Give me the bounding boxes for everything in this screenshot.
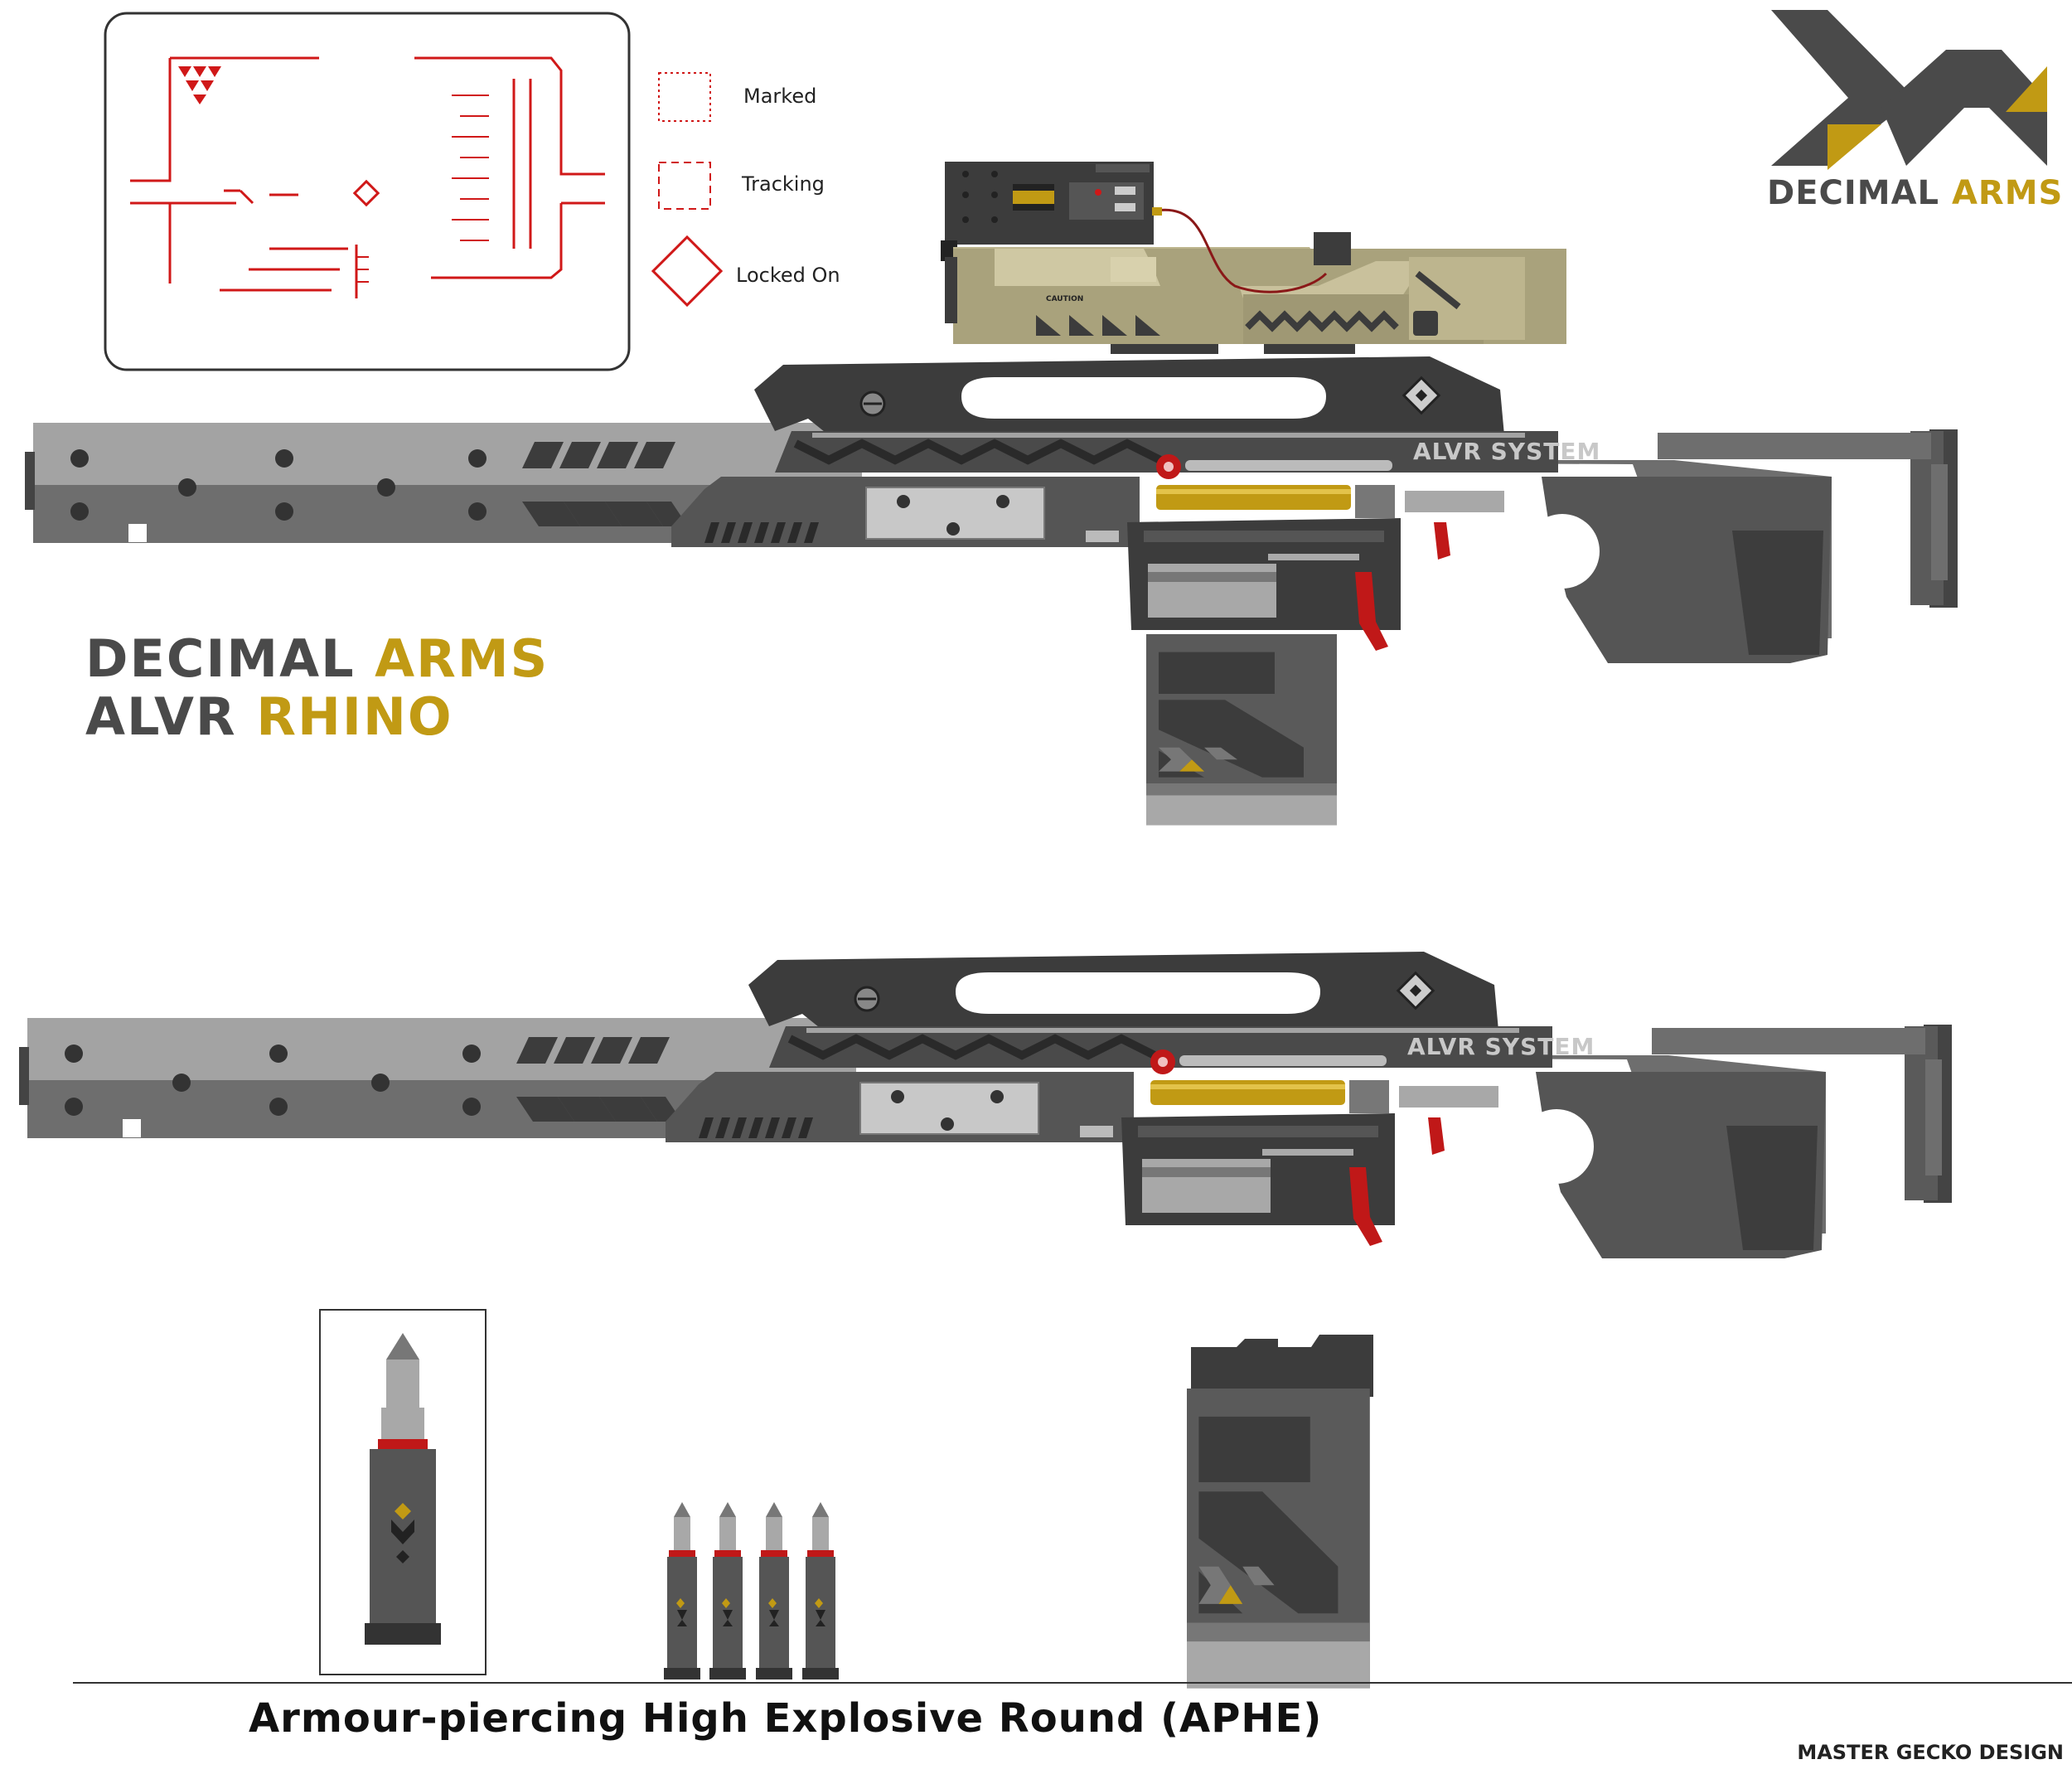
legend-locked-on-label: Locked On — [736, 264, 840, 287]
brand-right: ARMS — [1951, 174, 2064, 212]
rifle-top-magazine — [1146, 634, 1337, 826]
hud-reticle-panel — [104, 12, 631, 371]
loose-magazine — [1187, 1335, 1373, 1689]
title-line-2: ALVR RHINO — [85, 686, 453, 747]
ammo-caption: Armour-piercing High Explosive Round (AP… — [249, 1695, 1323, 1742]
legend-marked-label: Marked — [743, 85, 817, 108]
reticle-triangles-icon — [178, 66, 221, 104]
scope-caution-label: CAUTION — [1046, 295, 1084, 303]
rifle-top — [25, 356, 1958, 663]
tracking-box-icon — [658, 162, 711, 210]
legend-tracking-label: Tracking — [742, 172, 825, 196]
smart-scope — [941, 162, 1566, 354]
rifle-bottom — [19, 952, 1952, 1258]
title-rhino: RHINO — [256, 686, 453, 747]
marked-box-icon — [658, 72, 711, 122]
rifle-top-side-text: ALVR SYSTEM — [1413, 438, 1601, 465]
brand-logo — [1771, 10, 2047, 170]
round-detail — [365, 1333, 441, 1645]
locked-on-diamond-icon — [651, 235, 724, 308]
diamond-marker-icon — [352, 179, 380, 207]
rifle-bottom-side-text: ALVR SYSTEM — [1407, 1033, 1595, 1060]
title-arms: ARMS — [375, 628, 549, 689]
title-alvr: ALVR — [85, 686, 237, 747]
brand-logo-text: DECIMAL ARMS — [1767, 174, 2063, 212]
small-rounds — [664, 1502, 839, 1679]
title-line-1: DECIMAL ARMS — [85, 628, 549, 689]
designer-credit: MASTER GECKO DESIGN — [1797, 1741, 2064, 1764]
title-decimal: DECIMAL — [85, 628, 356, 689]
brand-left: DECIMAL — [1767, 174, 1940, 212]
